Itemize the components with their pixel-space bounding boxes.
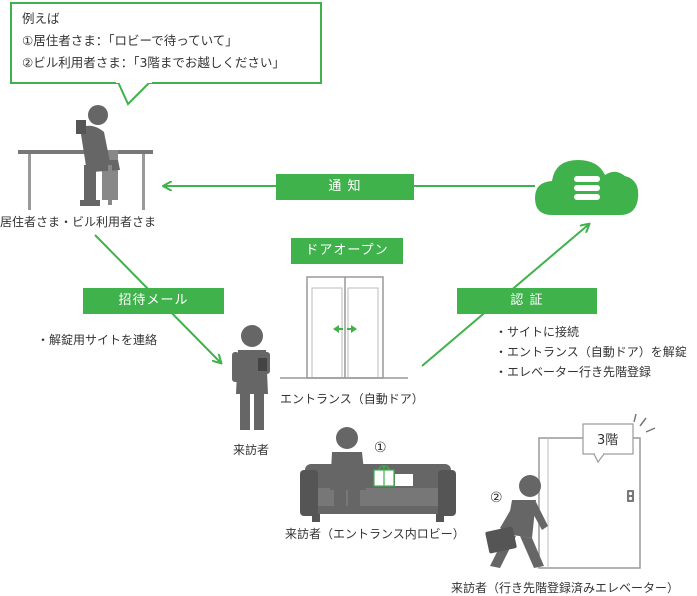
invite-note: ・解錠用サイトを連絡 <box>37 333 158 347</box>
elevator-caption: 来訪者（行き先階登録済みエレベーター） <box>451 580 679 595</box>
invite-label: 招待メール <box>83 288 224 314</box>
elevator-icon <box>538 413 656 569</box>
auth-note-2: ・エントランス（自動ドア）を解錠 <box>495 345 687 359</box>
entrance-door-icon <box>280 276 408 379</box>
walking-visitor-icon <box>485 475 548 568</box>
resident-desk-icon <box>18 105 153 210</box>
speech-bubble: 例えば ①居住者さま：「ロビーで待っていて」 ②ビル利用者さま：「3階までお越し… <box>10 2 322 84</box>
visitor-caption: 来訪者 <box>233 442 269 457</box>
notify-label: 通 知 <box>276 174 414 200</box>
bubble-line-2: ②ビル利用者さま：「3階までお越しください」 <box>22 55 285 70</box>
lobby-sofa-icon <box>300 427 456 522</box>
bubble-tail <box>117 81 151 106</box>
door-open-label: ドアオープン <box>291 238 403 264</box>
bubble-title: 例えば <box>22 11 60 26</box>
lobby-caption: 来訪者（エントランス内ロビー） <box>285 526 465 541</box>
elevator-floor-label: 3階 <box>597 433 618 448</box>
resident-caption: 居住者さま・ビル利用者さま <box>0 215 156 229</box>
entrance-caption: エントランス（自動ドア） <box>280 392 424 406</box>
elevator-marker: ② <box>490 490 503 506</box>
auth-note-3: ・エレベーター行き先階登録 <box>495 365 652 379</box>
visitor-icon <box>232 325 270 430</box>
auth-note-1: ・サイトに接続 <box>495 325 580 339</box>
bubble-line-1: ①居住者さま：「ロビーで待っていて」 <box>22 33 238 48</box>
auth-notes: ・サイトに接続 ・エントランス（自動ドア）を解錠 ・エレベーター行き先階登録 <box>495 322 687 382</box>
auth-label: 認 証 <box>457 288 597 314</box>
cloud-server-icon <box>535 160 639 215</box>
lobby-marker: ① <box>374 440 387 456</box>
